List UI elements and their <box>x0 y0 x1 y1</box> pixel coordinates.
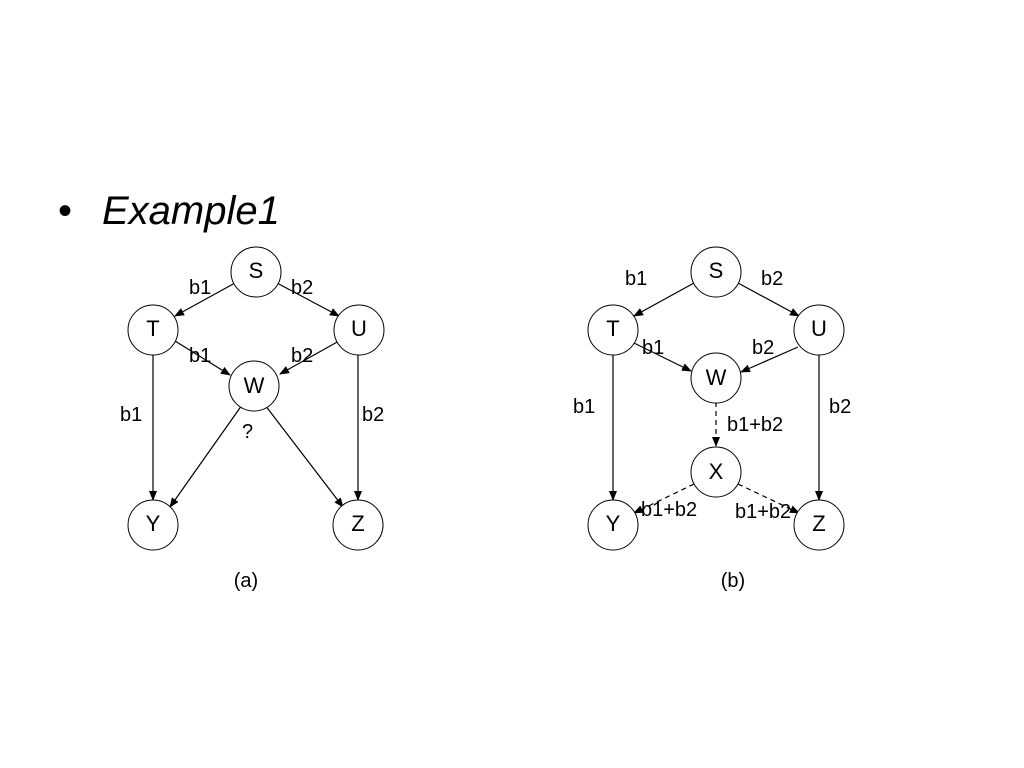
node-a-z: Z <box>332 499 384 551</box>
label-a-question: ? <box>242 421 253 443</box>
label-b-u-z: b2 <box>829 396 851 418</box>
svg-text:W: W <box>244 373 265 398</box>
label-a-t-y: b1 <box>120 404 142 426</box>
label-a-s-t: b1 <box>189 277 211 299</box>
node-a-y: Y <box>127 499 179 551</box>
edge-b-x-z <box>737 483 800 514</box>
label-b-t-w: b1 <box>642 337 664 359</box>
label-b-s-u: b2 <box>761 268 783 290</box>
node-b-s: S <box>690 246 742 298</box>
svg-text:S: S <box>249 258 264 283</box>
edge-a-s-u <box>276 282 340 317</box>
label-a-u-z: b2 <box>362 404 384 426</box>
svg-text:Z: Z <box>351 511 364 536</box>
label-b-s-t: b1 <box>625 268 647 290</box>
svg-text:U: U <box>811 316 827 341</box>
node-b-u: U <box>793 304 845 356</box>
label-b-x-y: b1+b2 <box>641 499 697 521</box>
caption-a: (a) <box>234 570 258 592</box>
edge-a-s-t <box>174 282 236 317</box>
svg-text:Y: Y <box>146 511 161 536</box>
bullet-item: • Example1 <box>58 186 280 236</box>
node-b-x: X <box>690 446 742 498</box>
edge-b-s-t <box>633 282 695 317</box>
diagram-a: S T U W Y Z b1 b2 b1 b2 b1 b2 ? (a) <box>120 246 385 592</box>
edge-a-u-w <box>279 340 340 375</box>
caption-b: (b) <box>721 570 745 592</box>
svg-text:S: S <box>709 258 724 283</box>
label-b-x-z: b1+b2 <box>735 501 791 523</box>
node-b-t: T <box>587 304 639 356</box>
label-b-w-x: b1+b2 <box>727 414 783 436</box>
svg-text:Z: Z <box>812 511 825 536</box>
node-a-w: W <box>228 360 280 412</box>
label-b-t-y: b1 <box>573 396 595 418</box>
svg-text:Y: Y <box>606 511 621 536</box>
svg-text:T: T <box>606 316 619 341</box>
edge-b-s-u <box>737 282 800 317</box>
edge-b-u-w <box>740 346 799 373</box>
svg-text:T: T <box>146 316 159 341</box>
node-a-u: U <box>333 304 385 356</box>
bullet-dot: • <box>58 189 73 233</box>
edge-b-x-y <box>633 483 695 514</box>
label-a-t-w: b1 <box>189 345 211 367</box>
edge-a-w-y <box>169 404 243 508</box>
node-a-s: S <box>230 246 282 298</box>
svg-text:X: X <box>709 459 724 484</box>
label-a-s-u: b2 <box>291 277 313 299</box>
node-b-w: W <box>690 352 742 404</box>
edge-a-w-z <box>264 404 344 508</box>
node-b-z: Z <box>793 499 845 551</box>
edge-b-t-w <box>633 342 692 372</box>
label-a-u-w: b2 <box>291 345 313 367</box>
node-a-t: T <box>127 304 179 356</box>
diagram-b: S T U W X Y Z b1 b2 b1 b2 b1 <box>573 246 851 592</box>
edge-a-t-w <box>174 340 231 376</box>
label-b-u-w: b2 <box>752 337 774 359</box>
node-b-y: Y <box>587 499 639 551</box>
svg-text:W: W <box>706 365 727 390</box>
svg-text:U: U <box>351 316 367 341</box>
slide-title: Example1 <box>102 189 280 233</box>
